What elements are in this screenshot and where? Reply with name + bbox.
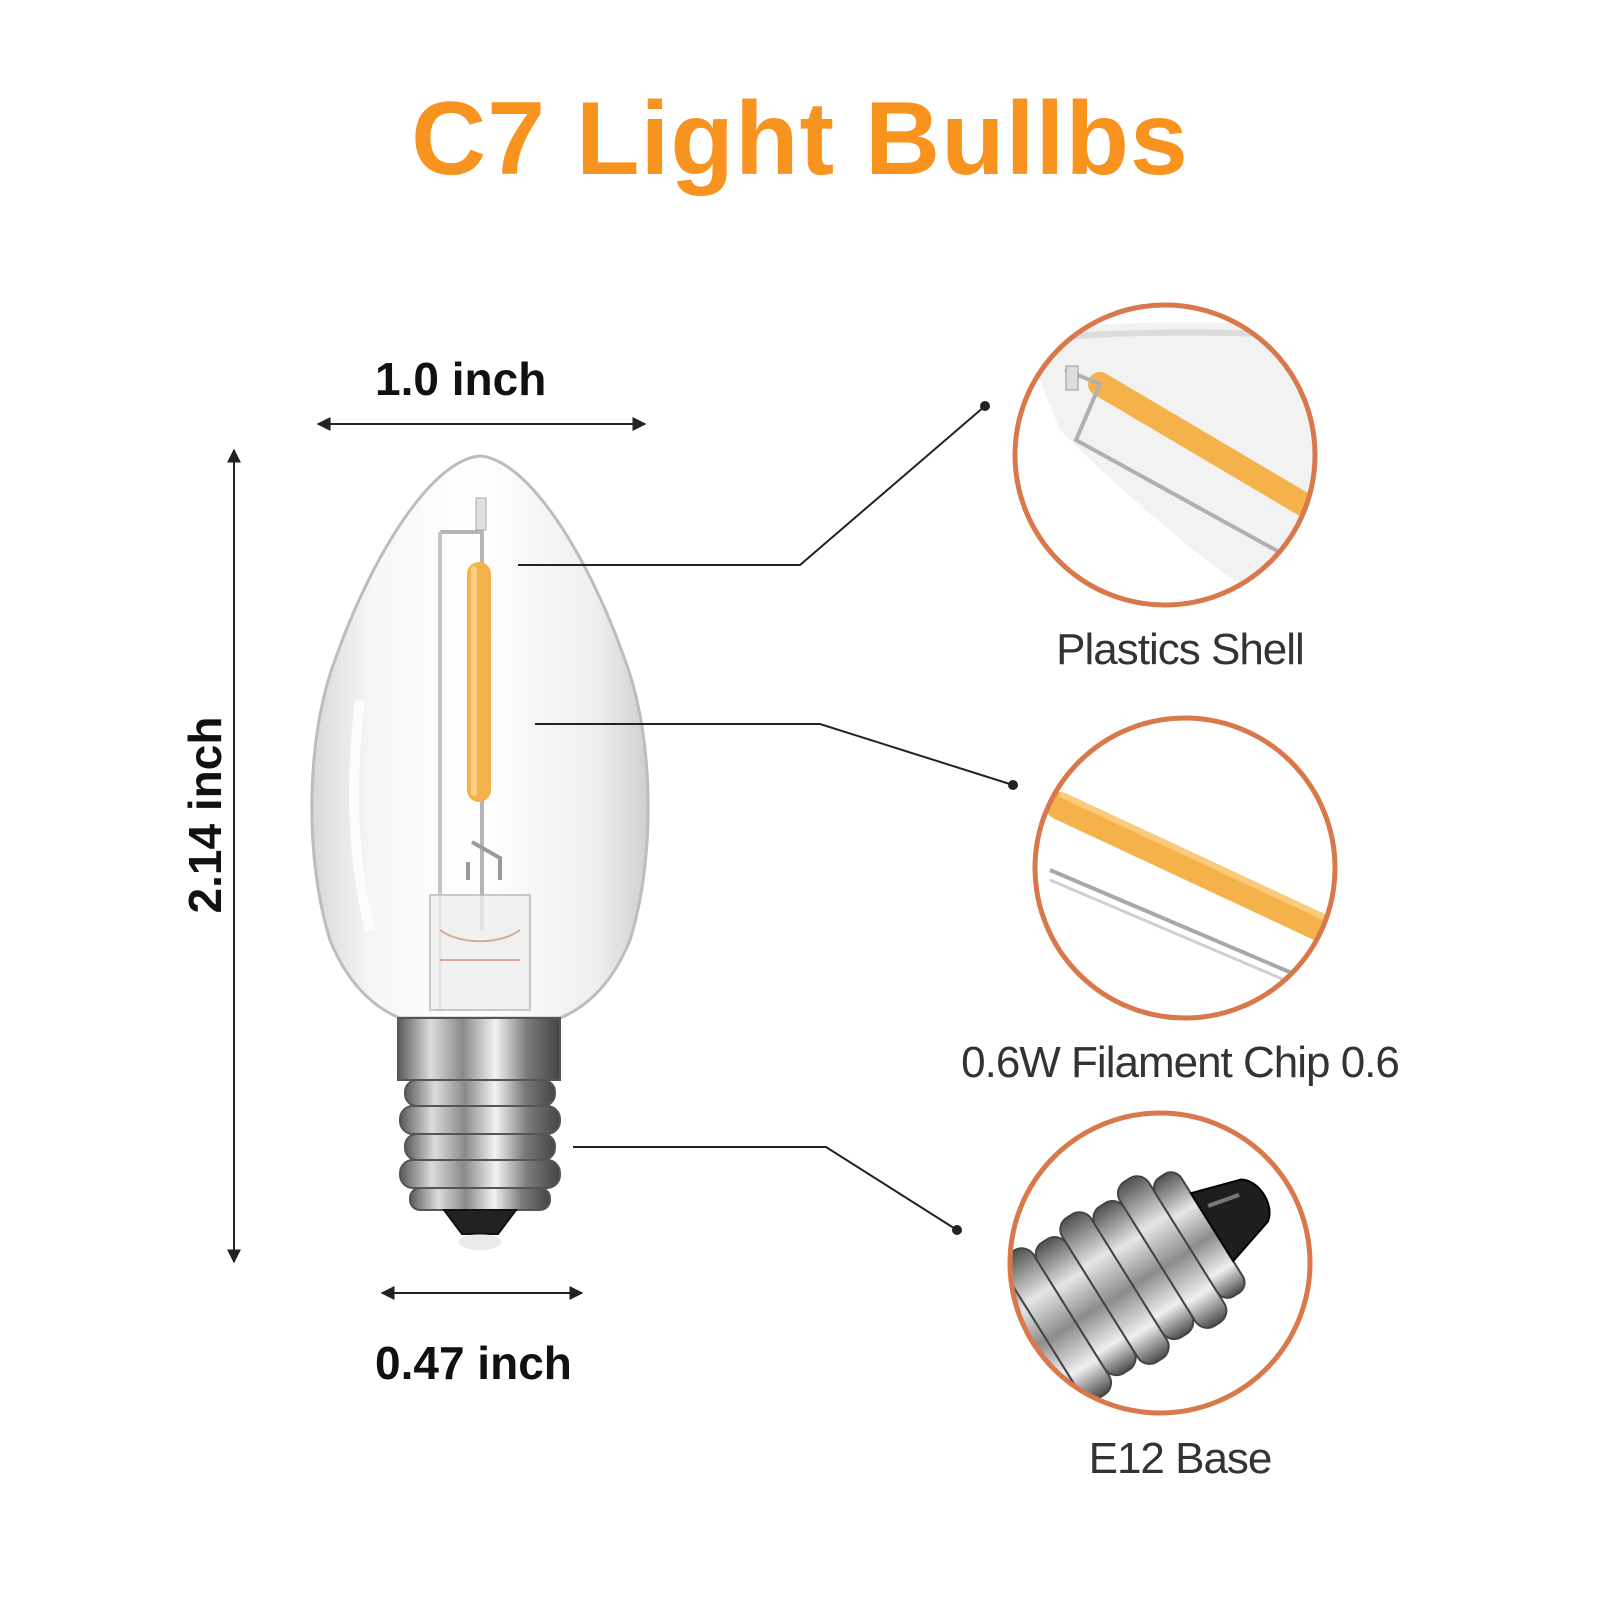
leader-line-base [573,1146,958,1231]
screw-threads [399,1079,561,1211]
detail-circle-shell [1012,302,1318,608]
callout-filament-chip: 0.6W Filament Chip 0.6 [961,1038,1400,1087]
detail-ring-base [1007,1110,1313,1416]
glass-stem [429,894,531,1011]
callout-plastics-shell: Plastics Shell [1056,625,1305,674]
metal-collar [397,1017,561,1081]
base-tip [442,1209,518,1235]
page-title: C7 Light Bullbs [411,81,1189,197]
leader-line-chip [535,723,1014,786]
detail-circle-chip [1032,715,1338,1021]
filament [467,562,491,802]
callout-e12-base: E12 Base [1088,1434,1273,1483]
base-width-dimension-label: 0.47 inch [375,1337,572,1389]
detail-ring-chip [1032,715,1338,1021]
width-dimension-label: 1.0 inch [375,353,547,405]
detail-ring-shell [1012,302,1318,608]
leader-line-shell [518,405,986,566]
detail-circle-base [1007,1110,1313,1416]
